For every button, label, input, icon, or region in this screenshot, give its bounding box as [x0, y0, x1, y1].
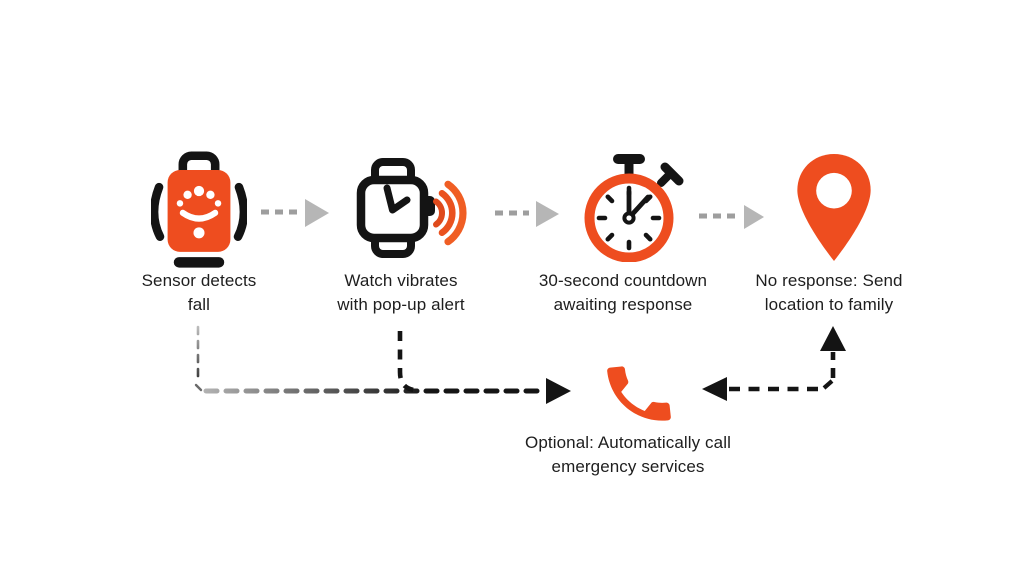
label-countdown: 30-second countdown awaiting response: [508, 269, 738, 316]
phone-call-icon: [607, 366, 671, 421]
label-send-location: No response: Send location to family: [714, 269, 944, 316]
watch-hands: [383, 184, 411, 214]
flow-arrow-2: [495, 201, 559, 227]
flow-arrow-3: [699, 205, 764, 229]
vibration-waves: [433, 180, 467, 246]
label-line: 30-second countdown: [538, 271, 708, 290]
stopwatch-hands: [622, 189, 651, 225]
label-line: with pop-up alert: [337, 294, 465, 314]
fall-sensor-icon: [151, 151, 247, 268]
smartwatch-vibrate-icon: [356, 158, 467, 258]
dashed-path-watch-to-phone: [397, 331, 415, 393]
label-line: emergency services: [551, 456, 705, 476]
label-line: fall: [187, 294, 211, 314]
label-line: awaiting response: [553, 294, 693, 314]
label-line: location to family: [764, 294, 894, 314]
sensor-signal-glyph: [176, 185, 222, 239]
label-optional-call: Optional: Automatically call emergency s…: [513, 431, 743, 478]
location-pin-icon: [797, 154, 871, 261]
dashed-path-sensor-to-phone: [194, 325, 571, 404]
label-watch-vibrates: Watch vibrates with pop-up alert: [286, 269, 516, 316]
dashed-path-location-to-phone: [702, 326, 846, 401]
flow-arrow-1: [261, 199, 329, 227]
label-line: Watch vibrates: [344, 271, 458, 290]
label-line: Sensor detects: [141, 271, 257, 290]
label-line: Optional: Automatically call: [525, 433, 731, 452]
stopwatch-icon: [584, 154, 684, 262]
label-sensor-detects-fall: Sensor detects fall: [84, 269, 314, 316]
label-line: No response: Send: [755, 271, 903, 290]
